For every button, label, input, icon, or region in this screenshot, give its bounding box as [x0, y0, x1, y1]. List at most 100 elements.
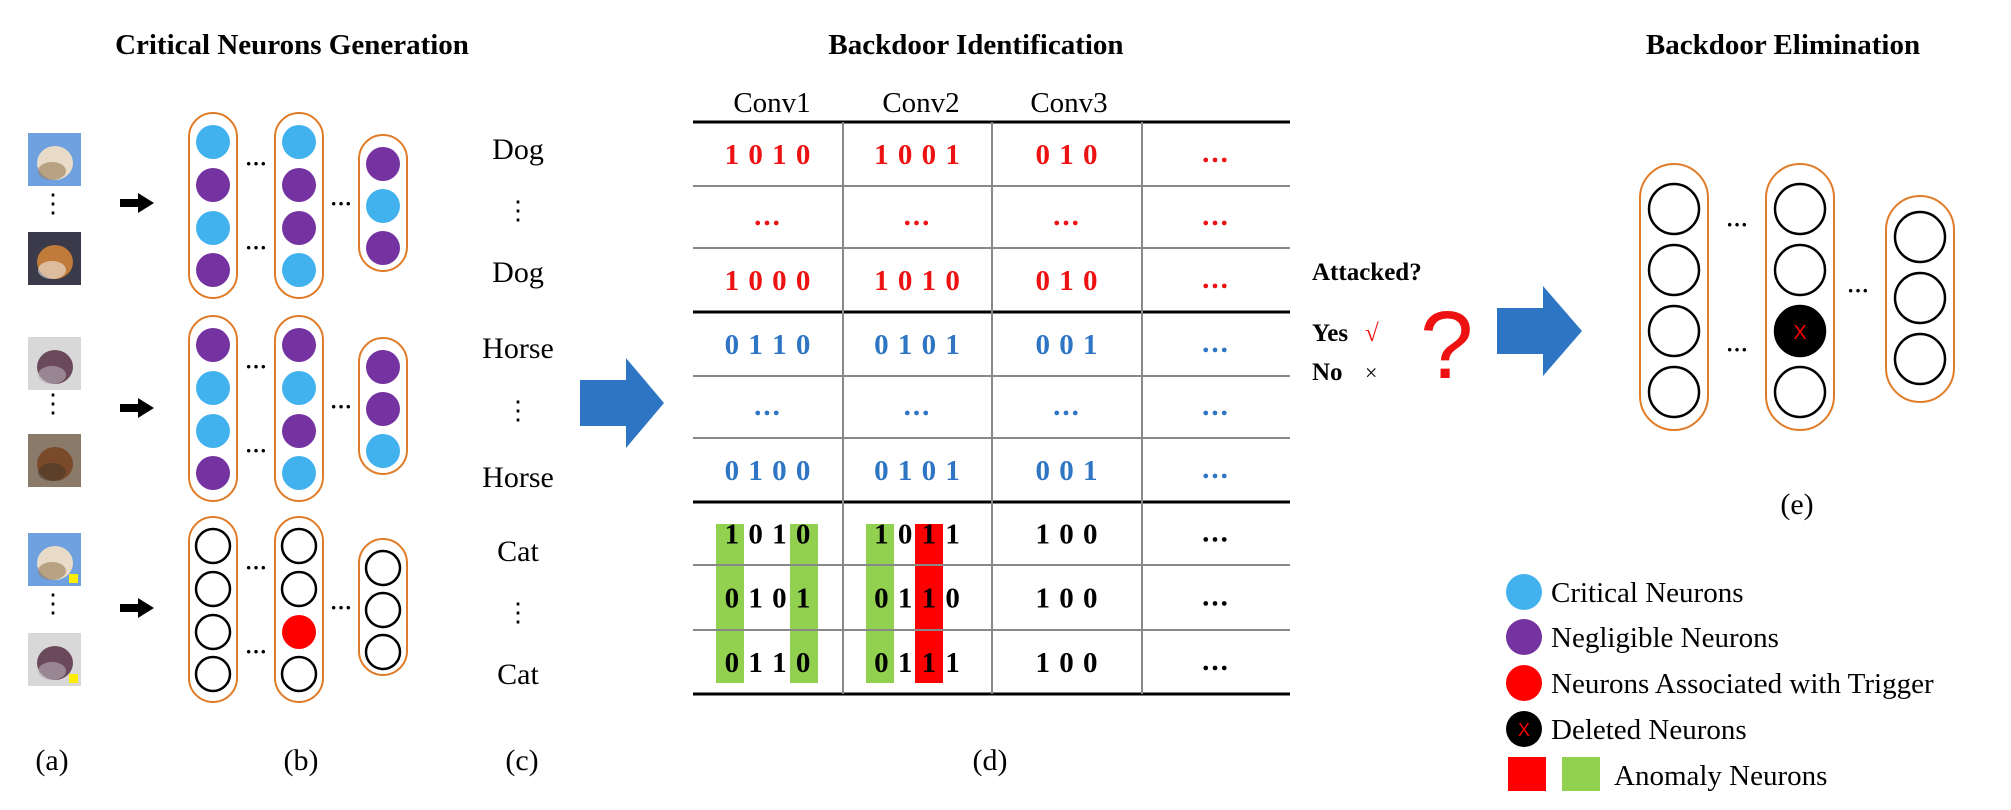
layer-container [1765, 163, 1835, 431]
neuron-groups: ··························· [188, 112, 408, 703]
panel-label-c: (c) [505, 744, 538, 777]
table-cell: ... [754, 390, 782, 422]
class-label: Horse [482, 332, 554, 365]
empty-neuron [194, 527, 232, 565]
neuron-group: ········· [188, 516, 408, 703]
vertical-ellipsis: ⋮ [40, 389, 66, 418]
horizontal-ellipsis: ··· [1726, 337, 1748, 362]
negligible-neuron [366, 350, 400, 384]
table-cell: ... [1053, 200, 1081, 232]
empty-neuron [1893, 271, 1947, 325]
horizontal-ellipsis: ··· [330, 191, 352, 216]
table-cell: 0 0 1 [1036, 329, 1099, 361]
critical-neuron [196, 371, 230, 405]
heading-elimination: Backdoor Elimination [1646, 29, 1920, 61]
empty-neuron [194, 613, 232, 651]
empty-neuron [1773, 182, 1827, 236]
horizontal-ellipsis: ··· [330, 595, 352, 620]
vertical-ellipsis: ⋮ [40, 589, 66, 618]
table-cell: ... [1053, 390, 1081, 422]
yes-label: Yes [1312, 320, 1348, 347]
table-cell: 0 1 1 1 [874, 647, 961, 679]
legend-item: Negligible Neurons [1506, 619, 1779, 655]
table-cell: ... [754, 200, 782, 232]
anomaly-green-icon [1562, 757, 1600, 791]
vertical-ellipsis: ⋮ [505, 196, 531, 225]
horizontal-ellipsis: ··· [245, 555, 267, 580]
column-header: Conv3 [1030, 87, 1107, 119]
layer-container [358, 337, 408, 475]
trigger-patch [69, 574, 78, 583]
critical-neuron-icon [1506, 574, 1542, 610]
table-cell: ... [1202, 581, 1230, 613]
legend-label: Negligible Neurons [1551, 622, 1779, 654]
anomaly-red-icon [1508, 757, 1546, 791]
heading-generation: Critical Neurons Generation [115, 29, 469, 61]
table-cell: 1 0 0 0 [725, 265, 812, 297]
negligible-neuron [282, 168, 316, 202]
legend-item: Critical Neurons [1506, 574, 1743, 610]
neuron-group: ········· [188, 315, 408, 502]
table-cell: ... [1202, 137, 1230, 169]
empty-neuron [280, 655, 318, 693]
vertical-ellipsis: ⋮ [505, 396, 531, 425]
table-cell: 0 0 1 [1036, 455, 1099, 487]
legend-label: Deleted Neurons [1551, 714, 1747, 746]
attack-check: Attacked? Yes √ No × ? [1312, 259, 1473, 399]
column-header: Conv2 [882, 87, 959, 119]
empty-neuron [364, 633, 402, 671]
negligible-neuron [366, 147, 400, 181]
deleted-neuron-icon [1506, 711, 1542, 747]
horse-thumbnail [28, 337, 81, 390]
panel-label-d: (d) [973, 744, 1008, 777]
thumbnail-detail [38, 662, 66, 680]
anomaly-highlight [915, 524, 943, 683]
trigger-neuron [282, 615, 316, 649]
class-label: Cat [497, 658, 539, 691]
pruned-network: X········· [1639, 163, 1955, 431]
table-cell: 1 0 0 [1036, 519, 1099, 551]
table-cell: 0 1 1 0 [725, 329, 812, 361]
negligible-neuron [366, 231, 400, 265]
empty-neuron [1647, 243, 1701, 297]
no-label: No [1312, 359, 1343, 386]
table-cell: ... [904, 200, 932, 232]
negligible-neuron [282, 414, 316, 448]
legend-label: Neurons Associated with Trigger [1551, 668, 1934, 700]
input-images-ellipsis: ⋮⋮⋮ [40, 189, 66, 618]
table-cell: 0 1 0 0 [725, 455, 812, 487]
empty-neuron [280, 570, 318, 608]
table-cell: 1 0 1 1 [874, 519, 961, 551]
negligible-neuron [196, 328, 230, 362]
table-cell: 1 0 1 0 [874, 265, 961, 297]
table-cell: 1 0 0 [1036, 647, 1099, 679]
critical-neuron [196, 414, 230, 448]
negligible-neuron [366, 392, 400, 426]
critical-neuron [282, 253, 316, 287]
negligible-neuron [196, 456, 230, 490]
table-cell: 1 0 0 [1036, 583, 1099, 615]
empty-neuron [1647, 365, 1701, 419]
panel-label-b: (b) [284, 744, 319, 777]
table-cell: 1 0 1 0 [725, 139, 812, 171]
layer-container [274, 315, 324, 502]
critical-neuron [196, 125, 230, 159]
dog-thumbnail [28, 133, 81, 186]
table-cell: ... [1202, 327, 1230, 359]
layer-container [358, 538, 408, 676]
empty-neuron [364, 591, 402, 629]
table-cell: 1 0 0 1 [874, 139, 961, 171]
table-cell: ... [1202, 390, 1230, 422]
horizontal-ellipsis: ··· [245, 235, 267, 260]
layer-container [188, 112, 238, 299]
layer-container [358, 134, 408, 272]
table-cell: ... [1202, 200, 1230, 232]
anomaly-highlight [790, 524, 818, 683]
class-label: Dog [492, 256, 544, 289]
empty-neuron [1647, 182, 1701, 236]
table-cell: 0 1 0 1 [874, 455, 961, 487]
critical-neuron [282, 125, 316, 159]
